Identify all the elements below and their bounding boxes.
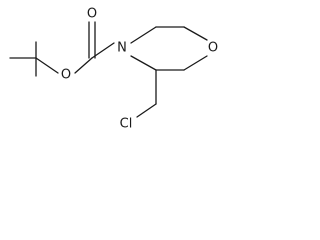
carbonyl-oxygen-label: O — [87, 7, 97, 22]
nitrogen-label: N — [117, 41, 127, 56]
ring-oxygen-label: O — [208, 41, 218, 56]
bond-ring-o-to-c-lower-right — [183, 55, 208, 71]
bond-ester-oxygen-to-carbonyl — [74, 57, 93, 74]
bond-tbu-to-ester-oxygen — [35, 57, 59, 74]
chlorine-label: Cl — [120, 117, 133, 132]
chemical-structure-diagram: O O N O Cl — [9, 7, 218, 132]
bond-ring-c3-to-n — [130, 55, 157, 71]
bond-ch2-to-chlorine — [136, 103, 157, 118]
ester-oxygen-label: O — [61, 68, 71, 83]
bond-ring-c-right-to-o — [183, 26, 208, 41]
bond-carbonyl-to-nitrogen — [91, 42, 115, 59]
bond-ring-n-to-c-top — [130, 26, 157, 44]
